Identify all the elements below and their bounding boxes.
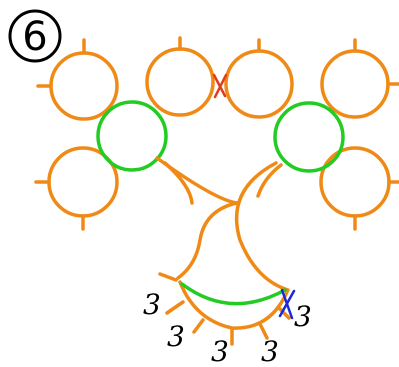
orange-ring-top-1: [49, 51, 119, 121]
picots: [34, 36, 399, 231]
chain-left-inner: [163, 161, 194, 205]
trunk-left: [176, 201, 239, 280]
bottom-picots: [158, 272, 291, 346]
count-label-d: 3: [261, 335, 279, 367]
chain-left-outer: [155, 156, 239, 205]
green-chain-bottom: [180, 282, 287, 306]
count-label-e: 3: [294, 300, 312, 333]
green-ring-left: [96, 100, 168, 172]
step-number: 6: [22, 14, 47, 60]
blue-join-mark: [278, 288, 296, 320]
chain-right-outer: [234, 161, 290, 292]
count-label-a: 3: [143, 288, 161, 321]
step-badge-circle: [8, 9, 62, 63]
orange-ring-top-4: [320, 49, 390, 119]
chain-right-inner: [256, 163, 283, 198]
orange-ring-top-3: [224, 49, 294, 119]
count-label-c: 3: [211, 335, 229, 367]
green-ring-right: [273, 101, 345, 173]
orange-ring-right-lower: [319, 146, 391, 218]
count-label-b: 3: [167, 320, 185, 353]
orange-ring-top-2: [145, 47, 215, 117]
red-join-mark: [212, 73, 228, 99]
step-badge: 6: [8, 9, 62, 63]
